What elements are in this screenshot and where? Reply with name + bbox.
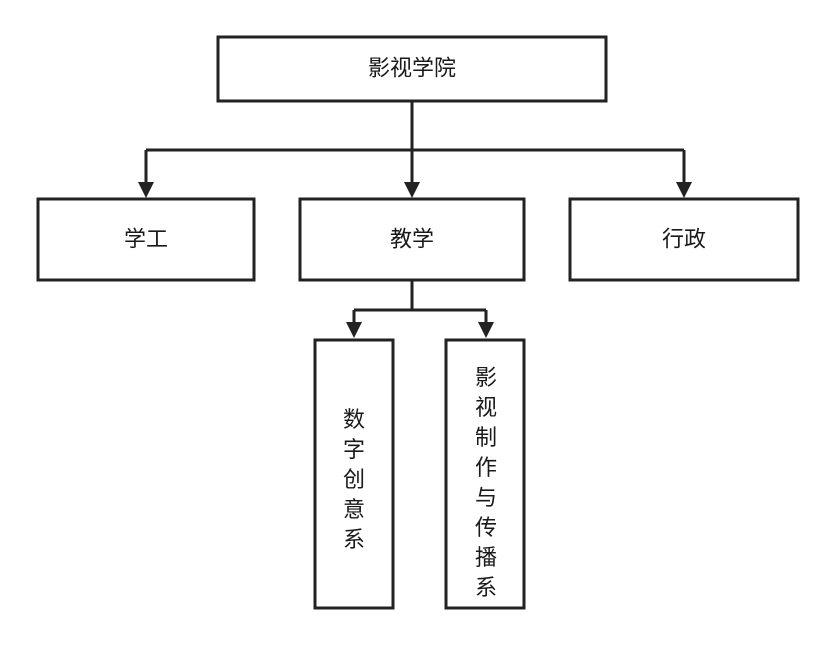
vertical-label-char: 系 — [343, 528, 365, 553]
node-xuegong-label: 学工 — [124, 228, 168, 253]
vertical-label-char: 播 — [475, 546, 497, 571]
edge-teaching-to-sub — [346, 280, 494, 338]
arrowhead-shuzi — [346, 322, 362, 338]
arrowhead-jiaoxue — [404, 182, 420, 198]
vertical-label-char: 创 — [343, 468, 365, 493]
node-yingshi-zhizuo: 影视制作与传播系 — [444, 338, 526, 610]
node-xingzheng: 行政 — [568, 197, 800, 282]
node-root: 影视学院 — [216, 35, 608, 103]
arrowhead-xingzheng — [676, 182, 692, 198]
node-yingshi-zhizuo-label: 影视制作与传播系 — [475, 366, 497, 601]
vertical-label-char: 影 — [475, 366, 497, 391]
vertical-label-char: 字 — [343, 438, 365, 463]
node-jiaoxue-label: 教学 — [390, 228, 434, 253]
node-xuegong: 学工 — [36, 197, 256, 282]
vertical-label-char: 系 — [475, 576, 497, 601]
vertical-label-char: 意 — [343, 498, 365, 523]
node-xingzheng-label: 行政 — [662, 228, 706, 253]
vertical-label-char: 与 — [475, 486, 497, 511]
vertical-label-char: 制 — [475, 426, 497, 451]
node-shuzi-chuangyi-label: 数字创意系 — [343, 408, 365, 553]
edge-root-to-departments — [138, 101, 692, 198]
node-shuzi-chuangyi: 数字创意系 — [313, 338, 395, 610]
node-jiaoxue: 教学 — [298, 197, 526, 282]
arrowhead-yingshi — [478, 322, 494, 338]
vertical-label-char: 作 — [475, 456, 497, 481]
arrowhead-xuegong — [138, 182, 154, 198]
vertical-label-char: 传 — [475, 516, 497, 541]
vertical-label-char: 视 — [475, 396, 497, 421]
node-root-label: 影视学院 — [368, 57, 456, 82]
vertical-label-char: 数 — [343, 408, 365, 433]
